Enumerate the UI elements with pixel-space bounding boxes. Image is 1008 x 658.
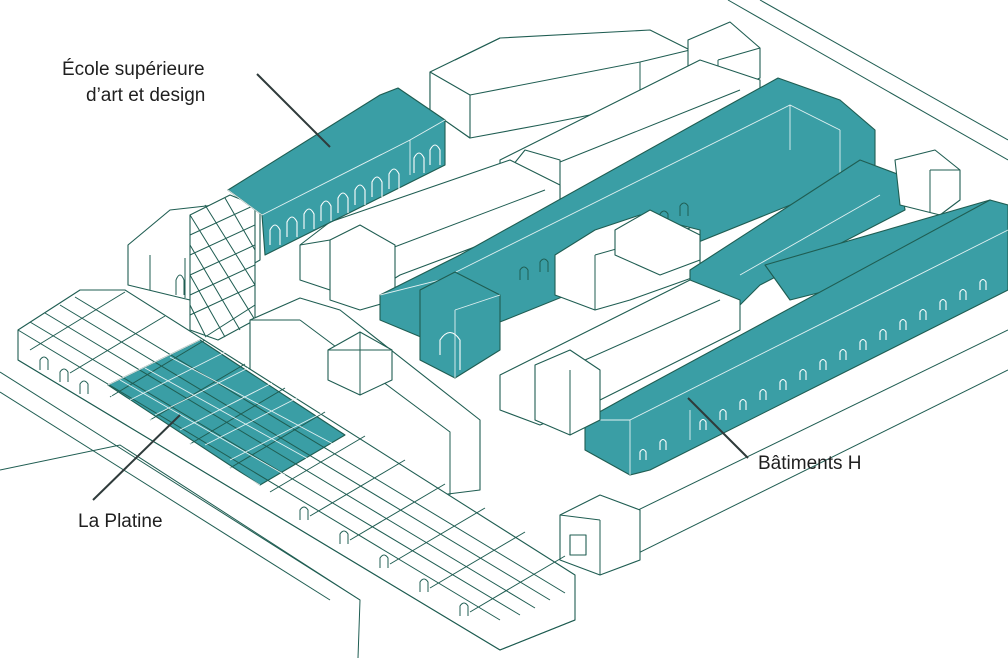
building-courtyard-south [499,279,741,436]
label-batiments-h: Bâtiments H [758,453,862,474]
building-courtyard-centre [554,209,701,311]
building-central-pavilion [249,297,481,496]
label-ecole-line1: École supérieure [62,59,205,80]
building-batiment-h-c [584,199,1008,476]
leader-line-ecole [256,73,331,148]
label-ecole-line2: d’art et design [86,85,206,106]
building-north-hall [429,21,761,139]
leader-line-batiments [687,397,749,459]
building-la-platine [17,289,576,651]
leader-line-platine [92,414,181,501]
building-ecole [127,87,446,341]
label-la-platine: La Platine [78,511,163,532]
building-east-gate [559,494,641,576]
